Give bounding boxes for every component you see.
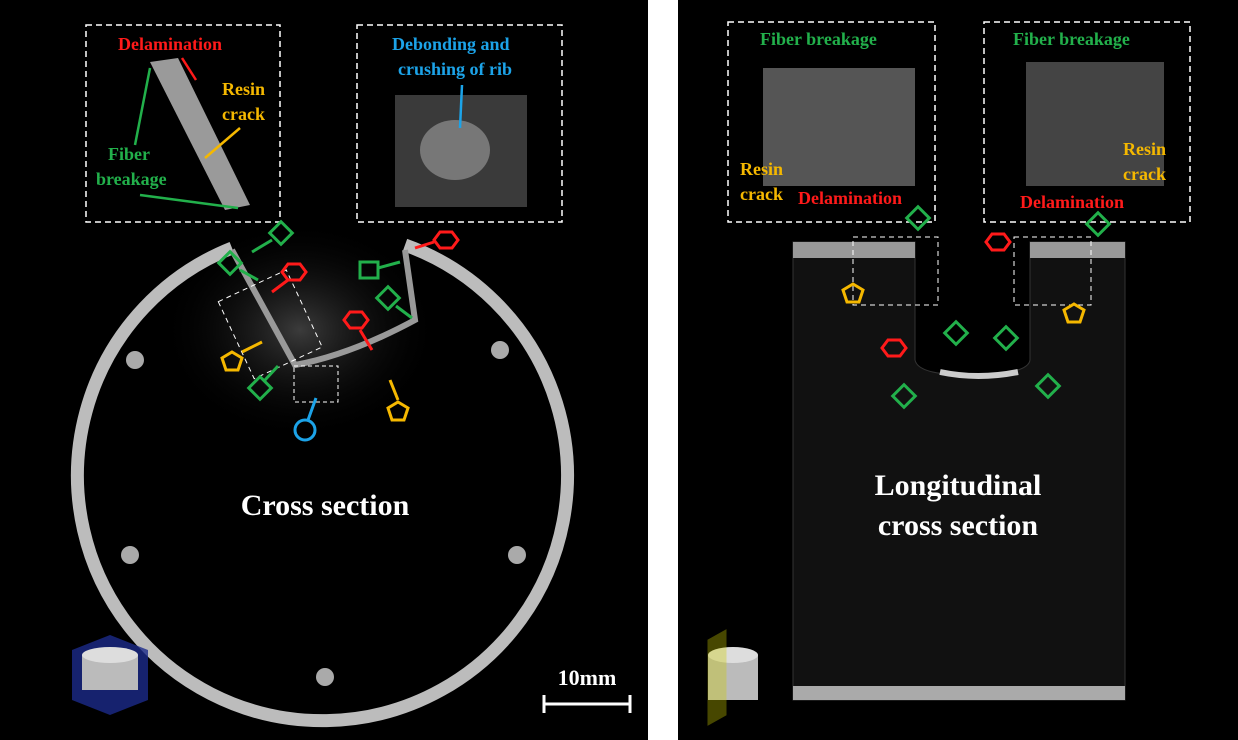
label-delamination: Delamination — [118, 34, 222, 54]
label-resin-2: Resin — [1123, 139, 1166, 159]
title-line-2: cross section — [878, 509, 1039, 542]
detail-box-1 — [852, 236, 939, 306]
orientation-cylinder-icon — [707, 629, 758, 726]
inset-1-image — [150, 58, 250, 210]
label-fiber: Fiber — [108, 144, 150, 164]
delamination-markers — [880, 232, 1012, 358]
label-delamination: Delamination — [798, 188, 902, 208]
orientation-cylinder-icon — [72, 635, 148, 715]
label-crack: crack — [222, 104, 265, 124]
fiber-breakage-markers — [890, 204, 1112, 410]
notch-edge — [229, 248, 419, 369]
longitudinal-section-panel: Fiber breakage Resin crack Delamination … — [678, 0, 1238, 740]
title-line-1: Longitudinal — [875, 469, 1042, 502]
delamination-markers — [271, 230, 460, 351]
inset-box-1 — [727, 21, 936, 223]
inset-box-2 — [983, 21, 1191, 223]
label-breakage: breakage — [96, 169, 167, 189]
label-crack: crack — [740, 184, 783, 204]
cross-section-panel: Delamination Resin crack Fiber breakage … — [0, 0, 648, 740]
resin-crack-markers — [220, 340, 410, 422]
label-resin: Resin — [222, 79, 265, 99]
label-crack-2: crack — [1123, 164, 1166, 184]
resin-crack-markers — [841, 282, 1086, 324]
rib-holes — [121, 341, 526, 686]
label-delamination-2: Delamination — [1020, 192, 1124, 212]
label-crushing: crushing of rib — [398, 59, 512, 79]
label-resin: Resin — [740, 159, 783, 179]
fiber-breakage-markers — [216, 219, 413, 402]
detail-box-1 — [217, 269, 323, 380]
inset-2-image — [1026, 62, 1164, 186]
inset-1-image — [763, 68, 915, 186]
cross-section-title: Cross section — [241, 489, 410, 522]
specimen-ring — [71, 238, 574, 728]
label-fiber-breakage-2: Fiber breakage — [1013, 29, 1130, 49]
inset-box-1 — [85, 24, 281, 223]
scale-bar: 10mm — [542, 665, 632, 713]
debonding-marker — [293, 397, 318, 442]
detail-box-2 — [1013, 236, 1092, 306]
inset-box-2 — [356, 24, 563, 223]
label-fiber-breakage: Fiber breakage — [760, 29, 877, 49]
label-debonding: Debonding and — [392, 34, 510, 54]
svg-text:10mm: 10mm — [558, 665, 617, 690]
